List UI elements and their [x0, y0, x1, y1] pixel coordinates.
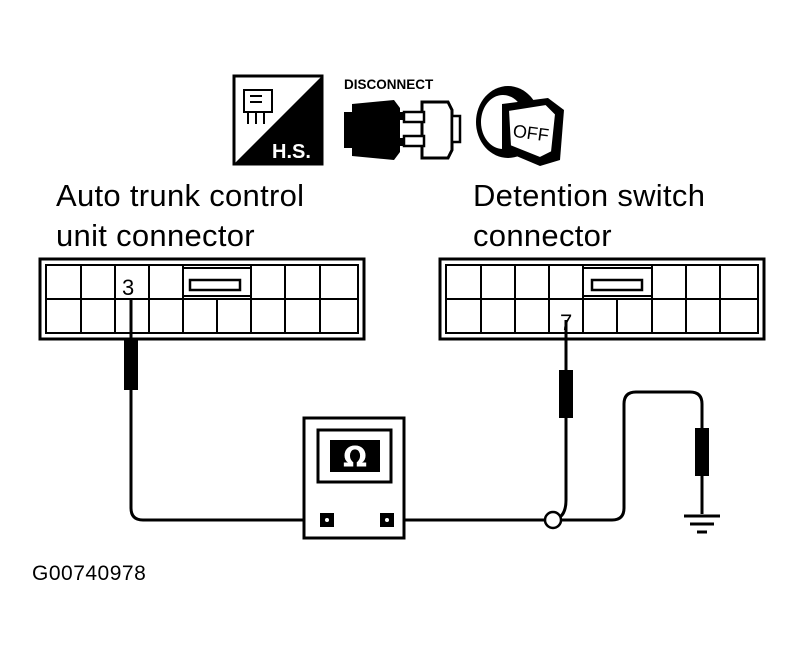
right-connector-title-line1: Detention switch — [473, 178, 706, 213]
ohm-symbol: Ω — [343, 441, 367, 474]
ignition-off-icon: OFF — [476, 86, 564, 166]
figure-id: G00740978 — [32, 562, 147, 585]
disconnect-label: DISCONNECT — [344, 77, 434, 92]
right-probe — [559, 370, 573, 418]
ohmmeter: Ω — [302, 416, 406, 540]
left-connector: 3 — [38, 257, 366, 341]
disconnect-icon: DISCONNECT — [344, 77, 462, 160]
ground-probe — [695, 428, 709, 476]
right-connector-title-line2: connector — [473, 218, 612, 253]
off-label: OFF — [512, 121, 550, 146]
right-connector-title: Detention switch connector — [473, 176, 705, 256]
left-probe — [124, 340, 138, 390]
right-probe-wire — [549, 320, 568, 522]
harness-side-icon: H.S. — [232, 74, 324, 166]
left-connector-title: Auto trunk control unit connector — [56, 176, 304, 256]
ground-lead — [556, 390, 704, 522]
ground-icon — [684, 514, 720, 534]
left-test-lead — [129, 300, 322, 522]
junction-point — [543, 510, 563, 530]
left-connector-title-line1: Auto trunk control — [56, 178, 305, 213]
left-pin-number: 3 — [122, 275, 134, 300]
left-connector-title-line2: unit connector — [56, 218, 255, 253]
right-connector: 7 — [438, 257, 766, 341]
hs-label: H.S. — [272, 141, 311, 163]
